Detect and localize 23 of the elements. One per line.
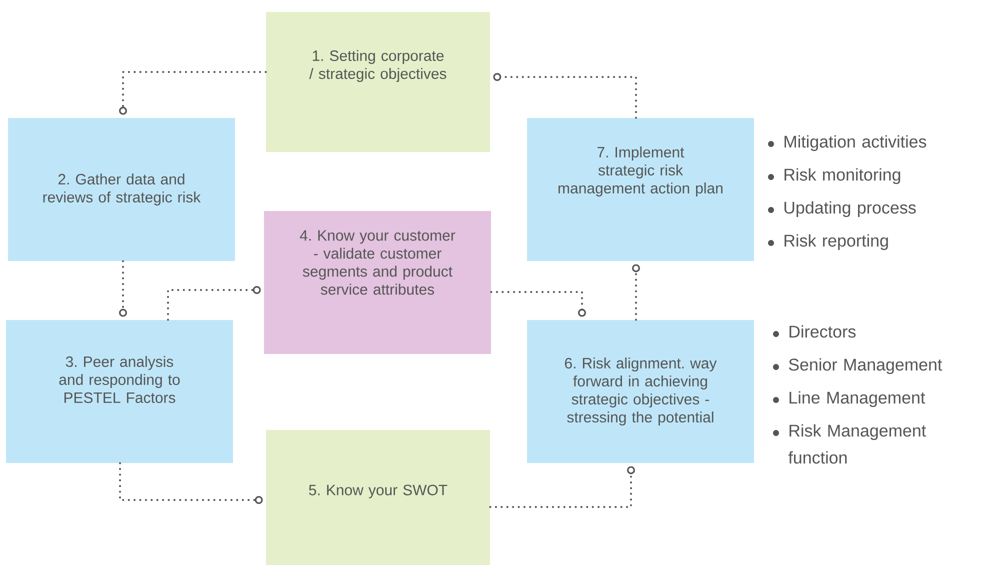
bullet-item: Updating process: [768, 201, 916, 218]
bullet-item: Line Management: [773, 391, 926, 408]
connector: [167, 286, 261, 321]
connector: [490, 291, 586, 317]
process-box: 6. Risk alignment. way forward in achieving strategic objectives - stressing the potential: [527, 320, 754, 463]
connector: [493, 73, 637, 119]
connector: [632, 264, 640, 321]
process-box: 2. Gather data and reviews of strategic risk: [8, 118, 235, 261]
process-box: 3. Peer analysis and responding to PESTEL Factors: [6, 320, 233, 463]
process-box: 5. Know your SWOT: [266, 430, 490, 565]
bullet-item: Senior Management: [773, 358, 942, 374]
connector: [119, 71, 267, 115]
connector: [489, 466, 635, 508]
bullet-item: Risk Management function: [773, 424, 926, 464]
process-box: 1. Setting corporate / strategic objectives: [266, 12, 490, 152]
process-box: 4. Know your customer - validate customer segments and product service attributes: [264, 211, 491, 354]
connector: [119, 260, 127, 317]
bullet-item: Risk reporting: [768, 234, 888, 250]
process-box: 7. Implement strategic risk management action plan: [527, 118, 754, 261]
connector: [119, 462, 263, 504]
bullet-item: Mitigation activities: [768, 135, 926, 152]
bullet-item: Directors: [773, 325, 856, 338]
bullet-item: Risk monitoring: [768, 168, 900, 184]
